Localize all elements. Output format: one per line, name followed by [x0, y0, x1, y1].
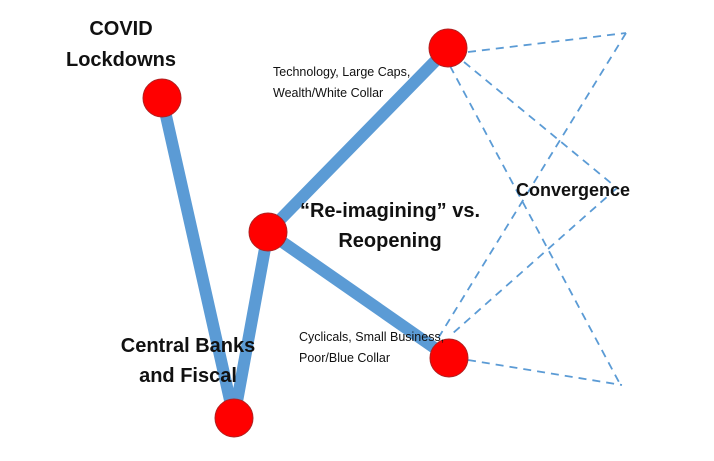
dashed-line	[467, 359, 623, 386]
label-covid-line1: COVID	[89, 18, 152, 40]
label-cyclicals-line2: Poor/Blue Collar	[299, 351, 390, 365]
dashed-line	[467, 32, 627, 53]
path-reimagining-to-tech	[262, 42, 454, 238]
node-tech	[428, 28, 468, 68]
dashed-line	[449, 65, 621, 385]
node-central-banks	[214, 398, 254, 438]
path-lockdowns-to-central	[156, 92, 240, 424]
dashed-line	[463, 61, 618, 189]
label-convergence: Convergence	[516, 180, 630, 200]
dashed-line	[436, 32, 627, 341]
path-central-to-reimagining	[228, 226, 274, 424]
label-tech-line1: Technology, Large Caps,	[273, 65, 410, 79]
label-reimagining-line2: Reopening	[338, 230, 441, 252]
solid-paths	[156, 42, 455, 424]
label-cyclicals-line1: Cyclicals, Small Business,	[299, 330, 444, 344]
label-covid-line2: Lockdowns	[66, 49, 176, 71]
node-covid-lockdowns	[142, 78, 182, 118]
node-cyclicals	[429, 338, 469, 378]
dashed-line	[451, 187, 618, 335]
path-reimagining-to-cyclicals	[262, 226, 455, 364]
label-central-line2: and Fiscal	[139, 365, 237, 387]
convergence-dashed-lines	[436, 32, 627, 386]
nodes	[142, 28, 469, 438]
node-reimagining	[248, 212, 288, 252]
label-tech-line2: Wealth/White Collar	[273, 86, 383, 100]
label-central-line1: Central Banks	[121, 335, 256, 357]
label-reimagining-line1: “Re-imagining” vs.	[300, 200, 480, 222]
